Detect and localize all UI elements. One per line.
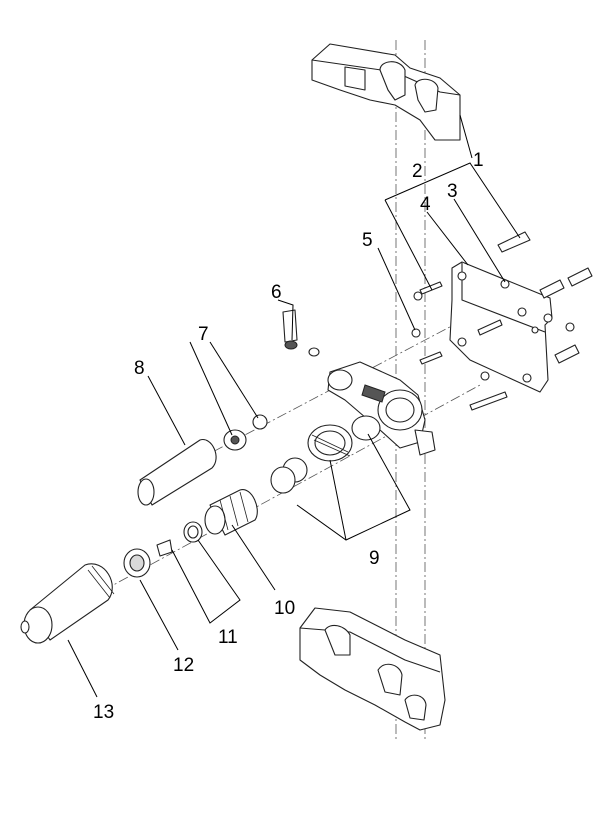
- valve-body: [327, 361, 436, 456]
- lower-insulation-block: [299, 607, 446, 731]
- thermostatic-cartridge: [204, 489, 258, 536]
- callout-2: 2: [412, 161, 423, 182]
- callout-10: 10: [274, 598, 295, 619]
- leader-lines: [67, 114, 521, 698]
- callout-labels: 1 2 3 4 5 6 7 8 9 10 11 12 13: [93, 150, 484, 723]
- assembly-axes: [39, 289, 521, 626]
- callout-1: 1: [473, 150, 484, 171]
- callout-6: 6: [271, 282, 282, 303]
- stop-plug: [282, 309, 320, 357]
- callout-9: 9: [369, 548, 380, 569]
- cartridge-sleeve: [270, 415, 381, 494]
- upper-insulation-block: [311, 43, 461, 141]
- callout-4: 4: [420, 194, 431, 215]
- thermostat-handle: [20, 563, 115, 644]
- union-nut: [223, 414, 268, 451]
- callout-7: 7: [198, 324, 209, 345]
- callout-5: 5: [362, 230, 373, 251]
- mounting-bracket: [449, 261, 553, 393]
- callout-8: 8: [134, 358, 145, 379]
- callout-3: 3: [447, 181, 458, 202]
- callout-12: 12: [173, 655, 194, 676]
- callout-13: 13: [93, 702, 114, 723]
- callout-11: 11: [218, 627, 238, 648]
- adapter-ring: [156, 521, 203, 557]
- stop-ring: [123, 548, 151, 578]
- extension-sleeve: [137, 439, 217, 506]
